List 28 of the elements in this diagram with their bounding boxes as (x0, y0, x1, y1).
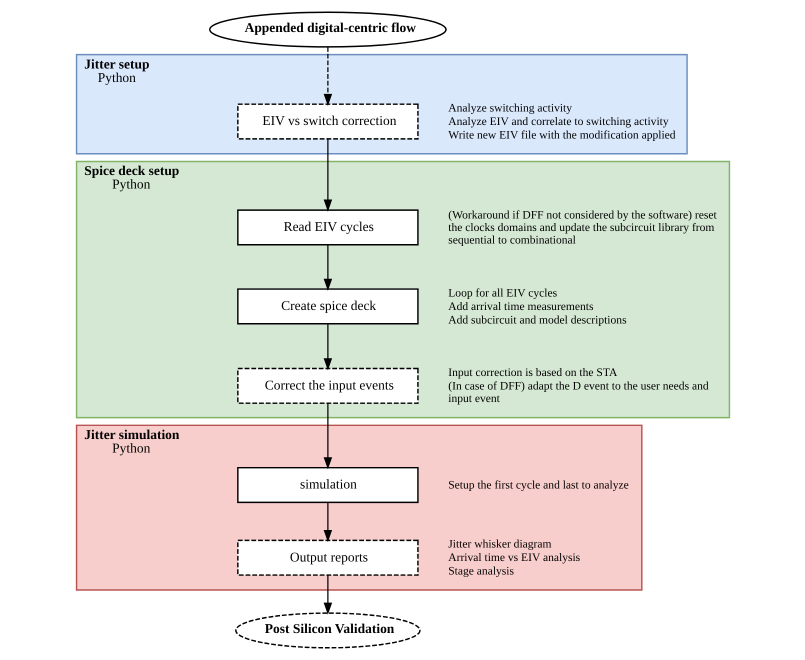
node-label: Analyze switching activity (448, 102, 572, 115)
node-label: (In case of DFF) adapt the D event to the user needs and input event (448, 380, 708, 405)
node-label: (Workaround if DFF not considered by the software) reset the clocks domains and update the subcircuit library from sequential to combinational (448, 209, 716, 246)
node-box: Read EIV cycles (236, 209, 418, 246)
arrow (323, 139, 332, 212)
node-label: Loop for all EIV cycles (448, 287, 557, 300)
node-label: Jitter whisker diagram (448, 538, 552, 551)
node-label: Arrival time vs EIV analysis (448, 552, 580, 564)
node-box: Correct the input events (236, 368, 418, 404)
node-label: Write new EIV file with the modification applied (448, 129, 676, 142)
arrow (323, 245, 332, 291)
node-label: Add subcircuit and model descriptions (448, 314, 626, 326)
node-box: EIV vs switch correction (236, 103, 418, 140)
node-label: Input correction is based on the STA (448, 366, 617, 379)
node-ellipse: Appended digital-centric flow (208, 12, 446, 48)
arrow (323, 324, 332, 370)
arrow (323, 47, 332, 106)
node-label: Setup the first cycle and last to analyze (448, 480, 628, 492)
node-box: Create spice deck (236, 288, 418, 324)
arrow (323, 502, 332, 542)
arrow (323, 575, 332, 615)
node-box: simulation (236, 466, 418, 504)
node-label: Add arrival time measurements (448, 300, 594, 313)
arrow (323, 403, 332, 470)
node-label: Stage analysis (448, 566, 514, 578)
node-box: Output reports (236, 540, 418, 576)
node-ellipse: Post Silicon Validation (234, 612, 420, 648)
node-label: Analyze EIV and correlate to switching activity (448, 116, 668, 128)
